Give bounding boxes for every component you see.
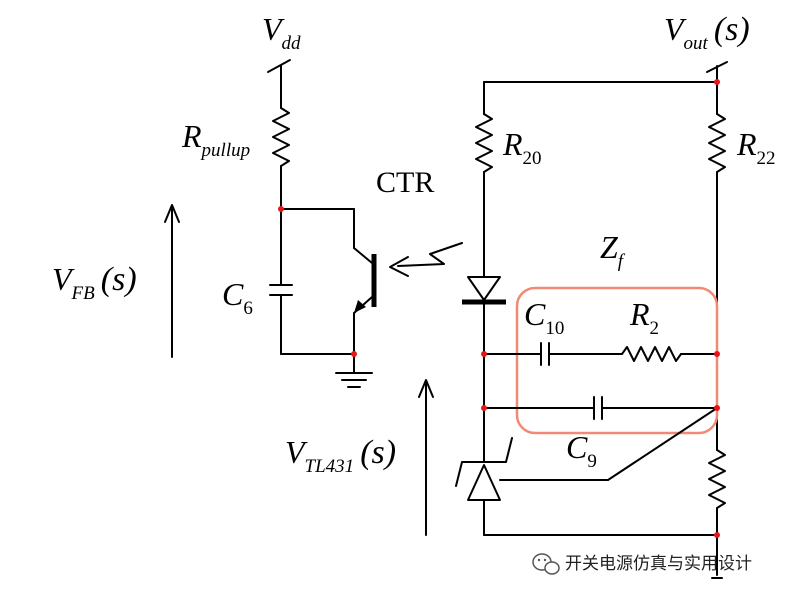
r22-label: R22 bbox=[736, 126, 776, 169]
zf-highlight-box bbox=[515, 286, 719, 435]
vout-label: Vout(s) bbox=[664, 11, 750, 54]
vfb-arrow bbox=[164, 204, 180, 358]
capacitor-c9 bbox=[593, 396, 603, 420]
c9-label: C9 bbox=[566, 429, 597, 472]
resistor-rpullup bbox=[272, 107, 290, 167]
tl431-shunt-regulator bbox=[455, 437, 513, 536]
junction-nodes bbox=[278, 79, 720, 538]
r20-label: R20 bbox=[502, 126, 542, 169]
ground-symbol bbox=[335, 353, 373, 388]
phototransistor bbox=[353, 208, 377, 355]
resistor-r20 bbox=[475, 113, 493, 173]
vfb-label: VFB(s) bbox=[52, 261, 137, 304]
resistor-lower-divider bbox=[708, 449, 726, 509]
watermark: 开关电源仿真与实用设计 bbox=[532, 553, 752, 575]
watermark-text: 开关电源仿真与实用设计 bbox=[565, 554, 752, 574]
rpullup-label: Rpullup bbox=[181, 118, 250, 161]
c6-label: C6 bbox=[222, 276, 253, 319]
resistor-r2 bbox=[621, 346, 682, 362]
r2-label: R2 bbox=[629, 296, 659, 339]
c10-label: C10 bbox=[524, 296, 564, 339]
capacitor-c10 bbox=[540, 342, 550, 366]
vtl431-label: VTL431(s) bbox=[285, 434, 396, 477]
optocoupler-led bbox=[462, 276, 506, 305]
capacitor-c6 bbox=[269, 284, 293, 296]
resistor-r22 bbox=[708, 113, 726, 173]
wire-ref-divider bbox=[607, 407, 718, 481]
vdd-label: Vdd bbox=[262, 11, 301, 54]
vdd-terminal bbox=[267, 59, 291, 73]
wechat-icon bbox=[532, 553, 560, 575]
vtl431-arrow bbox=[418, 379, 434, 536]
optical-coupling-arrow bbox=[389, 242, 463, 277]
ctr-label: CTR bbox=[376, 166, 434, 199]
zf-label: Zf bbox=[600, 229, 626, 272]
